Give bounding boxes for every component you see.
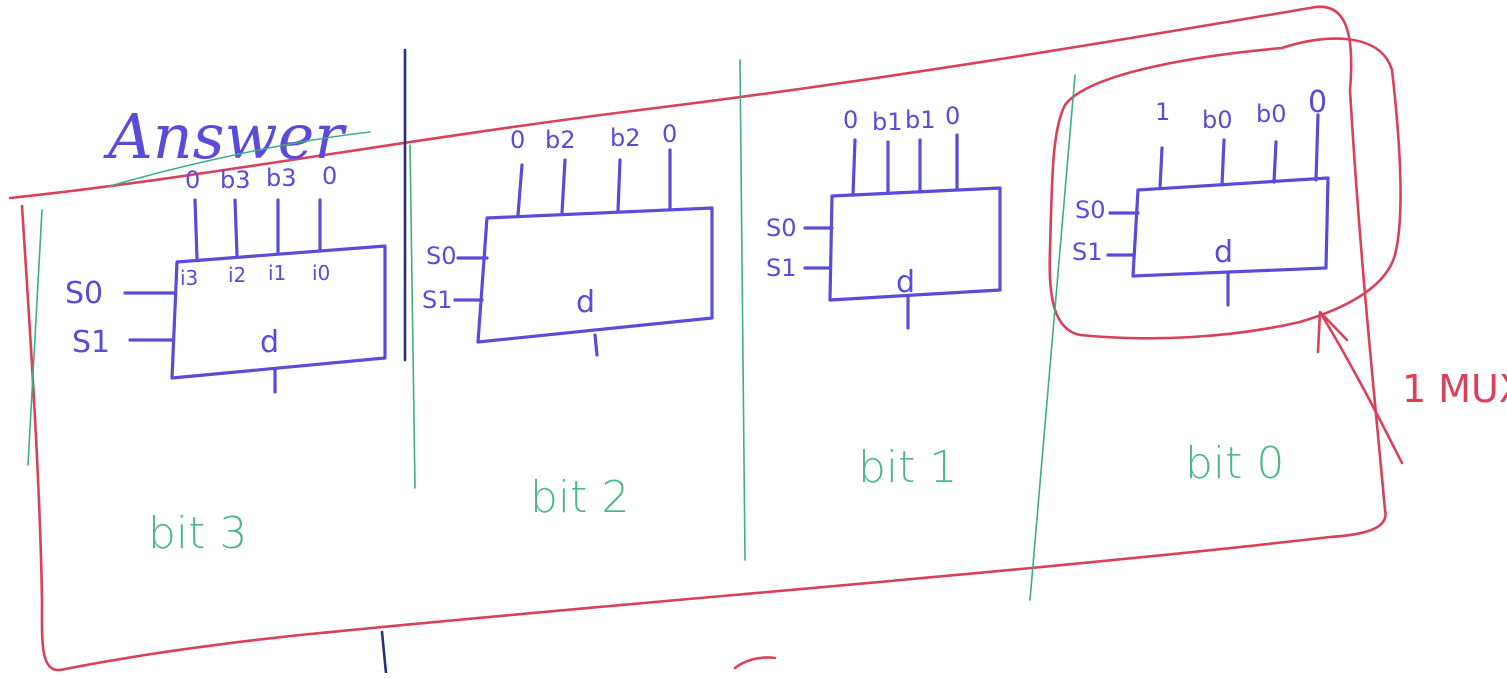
- mux-bit2-output-wire: [593, 333, 599, 357]
- mux-bit3-port-3: i0: [312, 261, 330, 285]
- mux-bit2-input-1: b2: [545, 126, 576, 154]
- divider-1: [409, 144, 416, 489]
- bit1-label: bit 1: [858, 442, 957, 493]
- mux-bit1-input-wires: [851, 133, 959, 197]
- mux-bit3-select-s1: S1: [72, 325, 110, 360]
- mux-bit3-body: [170, 244, 387, 380]
- mux-bit0-select-s0: S0: [1075, 196, 1106, 224]
- mux-bit0-input-2: b0: [1256, 100, 1287, 128]
- mux-bit2-input-wires: [516, 148, 672, 217]
- mux-bit2-input-2: b2: [610, 124, 641, 152]
- mux-bit0-input-0: 1: [1155, 98, 1170, 126]
- mux-bit1-select-wires: [803, 226, 834, 270]
- mux-bit1-select-s0: S0: [766, 214, 797, 242]
- mux-bit0-input-1: b0: [1202, 106, 1233, 134]
- mux-bit3-output: d: [260, 325, 279, 360]
- mux-label: 1 MUX: [1402, 367, 1507, 411]
- divider-3: [1029, 74, 1076, 601]
- bit0-highlight-circle: [1048, 37, 1402, 340]
- mux-bit1-body: [828, 186, 1002, 302]
- mux-bit2: 0 b2 b2 0 S0 S1 d: [422, 120, 714, 357]
- mux-bit2-input-3: 0: [662, 120, 677, 148]
- mux-bit3-input-3: 0: [322, 162, 337, 190]
- divider-2: [739, 59, 746, 561]
- mux-bit0: 1 b0 b0 0 S0 S1 d: [1072, 85, 1330, 307]
- mux-bit3-port-0: i3: [180, 266, 198, 290]
- mux-bit1-input-0: 0: [843, 106, 858, 134]
- mux-bit0-select-s1: S1: [1072, 238, 1103, 266]
- mux-bit2-select-s0: S0: [426, 242, 457, 270]
- answer-underline: [109, 131, 371, 187]
- mux-bit1-input-1: b1: [872, 108, 903, 136]
- bit3-label: bit 3: [148, 508, 247, 559]
- bottom-ink-stroke: [380, 630, 388, 675]
- bottom-red-scribble: [733, 656, 777, 670]
- mux-bit3: 0 b3 b3 0 i3 i2 i1 i0 S0 S1 d: [65, 162, 387, 394]
- mux-bit0-body: [1131, 176, 1330, 278]
- mux-bit2-output: d: [576, 285, 595, 320]
- mux-bit0-input-3: 0: [1308, 85, 1327, 120]
- mux-pointer-arrow: [1316, 310, 1404, 465]
- mux-bit0-output: d: [1214, 235, 1233, 270]
- mux-bit2-body: [476, 206, 714, 344]
- mux-bit1-output: d: [896, 265, 915, 300]
- mux-bit3-input-wires: [193, 198, 322, 260]
- divider-left: [27, 209, 43, 466]
- mux-bit3-port-1: i2: [228, 263, 246, 287]
- mux-bit3-input-2: b3: [266, 164, 297, 192]
- mux-bit2-select-s1: S1: [422, 286, 453, 314]
- mux-bit1-input-3: 0: [945, 102, 960, 130]
- mux-bit2-input-0: 0: [510, 126, 525, 154]
- bit2-label: bit 2: [530, 472, 629, 523]
- mux-bit3-input-0: 0: [185, 166, 200, 194]
- mux-bit1-input-2: b1: [905, 106, 936, 134]
- outer-red-enclosure: [8, 5, 1387, 672]
- mux-bit1-select-s1: S1: [766, 254, 797, 282]
- mux-bit0-input-wires: [1158, 113, 1320, 190]
- mux-bit1: 0 b1 b1 0 S0 S1 d: [766, 102, 1002, 330]
- mux-bit0-select-wires: [1106, 211, 1140, 257]
- bit0-label: bit 0: [1185, 438, 1284, 489]
- mux-bit3-select-wires: [123, 291, 177, 342]
- mux-bit2-select-wires: [453, 256, 489, 302]
- mux-bit3-port-2: i1: [268, 261, 286, 285]
- answer-heading: Answer: [103, 100, 347, 173]
- mux-bit3-input-1: b3: [220, 166, 251, 194]
- mux-bit3-select-s0: S0: [65, 276, 103, 311]
